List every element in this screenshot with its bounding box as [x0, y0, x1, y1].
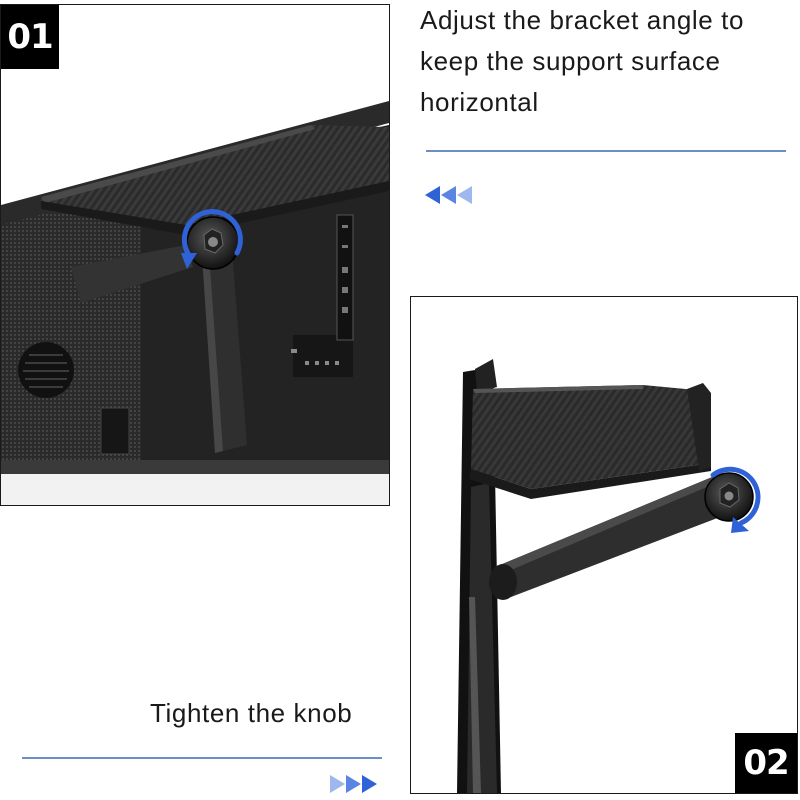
tv-shelf-illustration — [1, 5, 389, 505]
step-badge-01: 01 — [1, 5, 59, 69]
caption-adjust-angle: Adjust the bracket angle to keep the sup… — [420, 5, 745, 117]
triple-arrow-right-icon — [330, 775, 377, 793]
rotate-arrow-icon — [181, 209, 243, 269]
divider-line — [22, 757, 382, 759]
photo-panel-side-view: 02 — [410, 296, 798, 794]
step-badge-02: 02 — [735, 733, 797, 793]
side-view-illustration — [411, 297, 797, 793]
caption-tighten-knob: Tighten the knob — [150, 698, 353, 728]
rotate-arrow-icon — [710, 466, 761, 533]
triple-arrow-left-icon — [425, 186, 472, 204]
photo-panel-tv-shelf: 01 — [0, 4, 390, 506]
divider-line — [426, 150, 786, 152]
